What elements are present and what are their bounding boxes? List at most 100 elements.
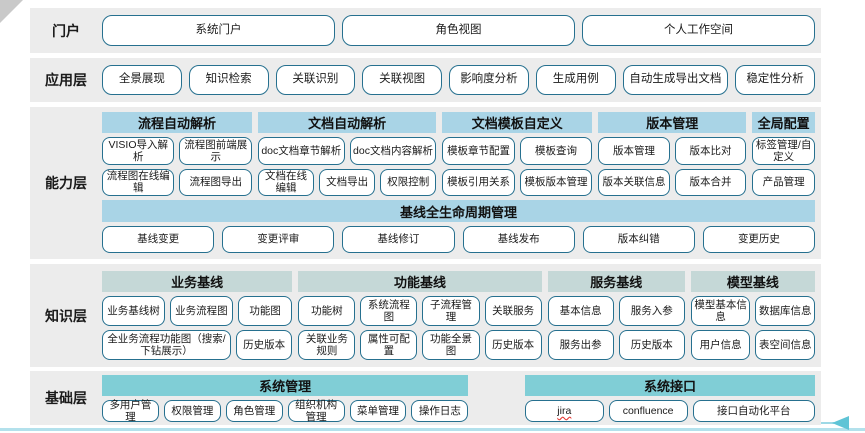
module-button[interactable]: 自动生成导出文档 [622, 65, 729, 95]
module-button[interactable]: 模板版本管理 [519, 168, 593, 196]
module-button[interactable]: 业务流程图 [169, 296, 233, 326]
module-button[interactable]: 流程图前端展示 [179, 137, 252, 165]
module-button-label: 服务出参 [559, 338, 602, 351]
module-button[interactable]: 关联识别 [275, 65, 356, 95]
module-button[interactable]: 功能图 [237, 296, 293, 326]
module-button[interactable]: 组织机构管理 [287, 398, 345, 423]
module-button[interactable]: 功能全景图 [422, 330, 480, 360]
module-button[interactable]: 个人工作空间 [582, 15, 815, 46]
group-header: 文档模板自定义 [442, 112, 593, 133]
module-button[interactable]: 模型基本信息 [690, 296, 751, 326]
module-button[interactable]: 产品管理 [752, 168, 815, 196]
module-button[interactable]: 基线修订 [342, 226, 455, 253]
module-button[interactable]: 基线发布 [462, 226, 575, 253]
module-button[interactable]: 版本纠错 [582, 226, 695, 253]
module-button-label: 模板查询 [535, 144, 578, 157]
module-button[interactable]: 用户信息 [690, 330, 751, 360]
module-button-label: 基线发布 [497, 233, 540, 246]
module-button[interactable]: confluence [608, 400, 688, 422]
module-button-label: 稳定性分析 [746, 73, 804, 86]
bottom-accent-line [0, 428, 865, 431]
module-button[interactable]: 权限管理 [163, 400, 221, 422]
button-row: 版本管理版本比对 [598, 137, 747, 165]
module-button[interactable]: 数据库信息 [755, 296, 816, 326]
module-button-label: 表空间信息 [758, 338, 812, 351]
module-button[interactable]: 历史版本 [484, 330, 542, 360]
module-button[interactable]: 关联服务 [484, 296, 542, 326]
module-button[interactable]: 角色视图 [342, 15, 575, 46]
module-button-label: 流程图在线编辑 [106, 170, 170, 195]
module-button[interactable]: 权限控制 [380, 168, 437, 196]
module-button[interactable]: 模板查询 [519, 137, 593, 165]
module-button[interactable]: 历史版本 [618, 330, 685, 360]
module-button-label: 关联业务规则 [305, 332, 348, 357]
module-button-label: 流程图前端展示 [184, 138, 248, 163]
module-button[interactable]: 业务基线树 [102, 296, 165, 326]
group-header: 全局配置 [752, 112, 815, 133]
module-button-label: 版本关联信息 [602, 176, 666, 189]
module-button[interactable]: 操作日志 [411, 400, 469, 422]
module-button[interactable]: 版本管理 [598, 137, 670, 165]
module-button[interactable]: 影响度分析 [449, 65, 529, 95]
layer-band-application: 应用层 全景展现知识检索关联识别关联视图影响度分析生成用例自动生成导出文档稳定性… [30, 58, 821, 102]
module-button[interactable]: 系统流程图 [360, 296, 418, 326]
module-button[interactable]: 模板引用关系 [442, 168, 515, 196]
module-button[interactable]: 历史版本 [236, 330, 293, 360]
module-button[interactable]: 文档导出 [319, 168, 376, 196]
button-row: 标签管理/自定义 [752, 137, 815, 165]
module-button-label: doc文档内容解析 [353, 144, 433, 157]
module-button[interactable]: 版本比对 [674, 137, 747, 165]
module-button-label: 系统流程图 [367, 298, 410, 323]
module-button[interactable]: 基线变更 [102, 226, 215, 253]
module-button[interactable]: 接口自动化平台 [692, 400, 816, 422]
module-button[interactable]: VISIO导入解析 [102, 137, 175, 165]
left-arrow-icon [832, 416, 849, 430]
module-group: 功能基线功能树系统流程图子流程管理关联服务关联业务规则属性可配置功能全景图历史版… [298, 271, 542, 360]
group-header: 系统接口 [524, 375, 816, 396]
module-button-label: 组织机构管理 [295, 398, 338, 423]
module-button[interactable]: 版本关联信息 [598, 168, 670, 196]
module-button[interactable]: 表空间信息 [755, 330, 816, 360]
module-button-label: 系统门户 [195, 23, 242, 36]
module-button[interactable]: 全景展现 [102, 65, 182, 95]
module-button[interactable]: 流程图在线编辑 [102, 168, 175, 196]
module-button[interactable]: 生成用例 [535, 65, 616, 95]
module-button[interactable]: 模板章节配置 [442, 137, 515, 165]
module-button[interactable]: 角色管理 [225, 400, 283, 422]
module-button[interactable]: 菜单管理 [349, 400, 407, 422]
module-button[interactable]: 基本信息 [547, 296, 614, 326]
module-button[interactable]: 服务入参 [618, 296, 685, 326]
module-button-label: 功能图 [249, 304, 281, 317]
module-button-label: 产品管理 [762, 176, 805, 189]
module-button-label: 标签管理/自定义 [755, 138, 812, 163]
module-button[interactable]: doc文档章节解析 [257, 137, 345, 165]
module-button[interactable]: 流程图导出 [179, 168, 252, 196]
module-button[interactable]: 系统门户 [102, 15, 335, 46]
module-button[interactable]: 文档在线编辑 [257, 168, 315, 196]
module-button[interactable]: 服务出参 [547, 330, 614, 360]
module-button[interactable]: 多用户管理 [102, 399, 159, 423]
module-button[interactable]: 全业务流程功能图（搜索/下钻展示） [102, 330, 232, 360]
button-row: 全业务流程功能图（搜索/下钻展示）历史版本 [102, 330, 293, 360]
module-button[interactable]: 标签管理/自定义 [752, 137, 815, 165]
module-button[interactable]: 变更评审 [222, 226, 335, 253]
module-button[interactable]: 版本合并 [674, 168, 747, 196]
module-button-label: 服务入参 [630, 304, 673, 317]
module-button[interactable]: 功能树 [298, 296, 356, 326]
module-button[interactable]: 知识检索 [188, 65, 269, 95]
module-button[interactable]: 属性可配置 [360, 330, 418, 360]
module-button[interactable]: 稳定性分析 [735, 65, 815, 95]
layer-label-capability: 能力层 [45, 175, 87, 191]
module-button[interactable]: jira [524, 400, 604, 422]
button-row: 关联业务规则属性可配置功能全景图历史版本 [298, 330, 542, 360]
module-button[interactable]: 变更历史 [702, 226, 816, 253]
module-button[interactable]: 关联视图 [362, 65, 443, 95]
module-button[interactable]: 子流程管理 [422, 296, 480, 326]
module-button[interactable]: 关联业务规则 [298, 330, 356, 360]
module-button[interactable]: doc文档内容解析 [349, 137, 437, 165]
layer-band-knowledge: 知识层 业务基线业务基线树业务流程图功能图全业务流程功能图（搜索/下钻展示）历史… [30, 264, 821, 367]
button-row: 模型基本信息数据库信息 [690, 296, 816, 326]
